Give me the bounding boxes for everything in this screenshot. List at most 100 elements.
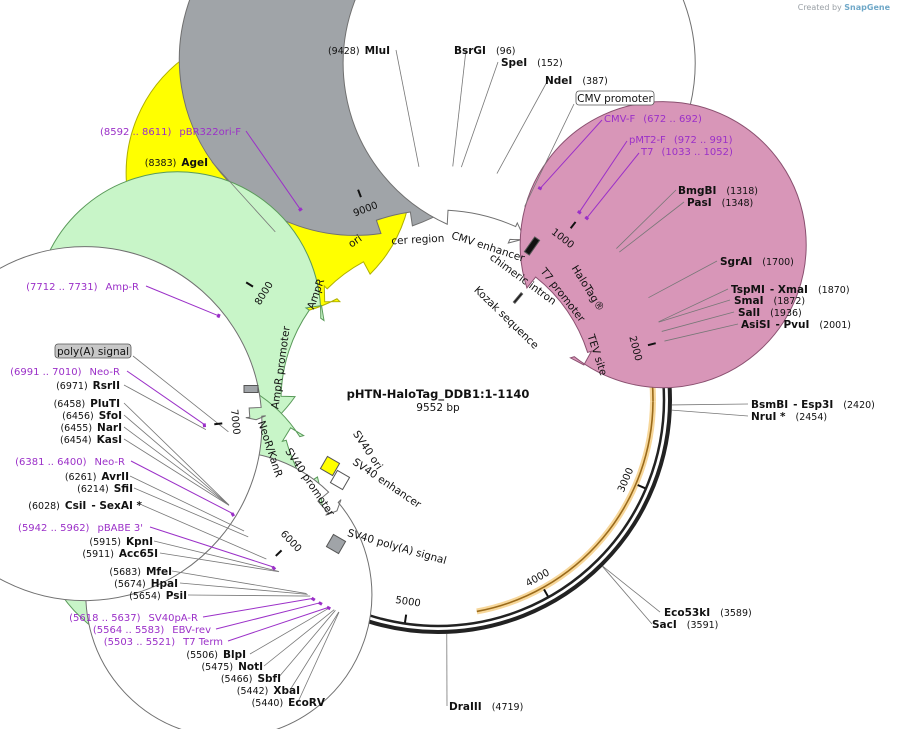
enzyme-name: HpaI (151, 578, 178, 590)
enzyme-name: CsiI (65, 500, 86, 512)
tick-3000 (637, 484, 646, 490)
primer-leader (126, 370, 206, 426)
primer-range: (8592 .. 8611) (100, 127, 172, 138)
orf-arc-bg (476, 401, 656, 615)
primer-site[interactable]: (5564 .. 5583)EBV-rev (93, 625, 211, 636)
enzyme-position: (5475) (201, 662, 233, 673)
primer-leader (145, 285, 220, 317)
enzyme-name: SalI (738, 307, 760, 319)
enzyme-site[interactable]: (5915)KpnI (89, 536, 153, 548)
credit-prefix: Created by (797, 3, 842, 12)
feature-label[interactable]: CMV promoter (577, 93, 653, 105)
enzyme-site[interactable]: (5475)NotI (201, 661, 263, 673)
primer-site[interactable]: pMT2-F(972 .. 991) (629, 135, 733, 146)
primer-site[interactable]: CMV-F (672 .. 692) (604, 114, 702, 125)
enzyme-name: SfiI (114, 483, 133, 495)
enzyme-leader (123, 402, 230, 506)
tick-8000 (245, 281, 254, 288)
enzyme-site[interactable]: (6455)NarI (60, 422, 122, 434)
primer-site[interactable]: T7(1033 .. 1052) (640, 147, 733, 158)
enzyme-site[interactable]: (5911)Acc65I (82, 548, 158, 560)
enzyme-site[interactable]: SpeI(152) (501, 57, 563, 69)
enzyme-position: (6214) (77, 484, 109, 495)
primer-name: CMV-F (604, 114, 635, 125)
sv40-polya-box (325, 533, 347, 555)
feature-name[interactable]: Kozak sequence (471, 284, 540, 352)
enzyme-site[interactable]: (5466)SbfI (221, 673, 281, 685)
enzyme-site[interactable]: (5674)HpaI (114, 578, 178, 590)
enzyme-site[interactable]: BmgBI(1318) (678, 185, 758, 197)
enzyme-site[interactable]: (5683)MfeI (109, 566, 172, 578)
feature-label-box (54, 343, 132, 359)
enzyme-site[interactable]: (6458)PluTI (54, 398, 120, 410)
enzyme-leader (648, 260, 718, 299)
primer-site[interactable]: (5942 .. 5962)pBABE 3' (18, 523, 143, 534)
enzyme-site[interactable]: PasI(1348) (687, 197, 753, 209)
primer-site[interactable]: (6991 .. 7010)Neo-R (10, 367, 120, 378)
primer-site[interactable]: (6381 .. 6400)Neo-R (15, 457, 125, 468)
enzyme-name: SgrAI (720, 256, 752, 268)
plasmid-name: pHTN-HaloTag_DDB1:1-1140 (347, 387, 530, 402)
feature-label[interactable]: poly(A) signal (57, 346, 129, 358)
tick-6000 (275, 549, 283, 557)
enzyme-site[interactable]: (6261)AvrII (65, 471, 129, 483)
enzyme-site[interactable]: AsiSI- PvuI(2001) (741, 319, 851, 331)
feature-ampr-promoter (0, 246, 266, 602)
enzyme-site[interactable]: DraIII(4719) (449, 701, 523, 713)
enzyme-site[interactable]: (5440)EcoRV (252, 697, 326, 709)
enzyme-leader (452, 49, 467, 167)
enzyme-site[interactable]: BsmBI- Esp3I(2420) (751, 399, 875, 411)
primer-range: (672 .. 692) (643, 114, 702, 125)
enzyme-leader (664, 323, 739, 342)
enzyme-leader (602, 566, 653, 625)
enzyme-site[interactable]: NruI *(2454) (751, 411, 827, 423)
enzyme-name: RsrII (93, 380, 120, 392)
primer-name: Neo-R (90, 367, 121, 378)
primer-site[interactable]: (8592 .. 8611)pBR322ori-F (100, 127, 241, 138)
enzyme-leader (133, 487, 249, 538)
enzyme-site[interactable]: (9428)MluI (328, 45, 390, 57)
enzyme-site[interactable]: (6214) SfiI (77, 483, 133, 495)
enzyme-site[interactable]: (6971)RsrII (56, 380, 120, 392)
feature-name[interactable]: SV40 enhancer (350, 456, 424, 511)
enzyme-site[interactable]: (8383)AgeI (145, 157, 208, 169)
primer-site[interactable]: (5618 .. 5637)SV40pA-R (69, 613, 198, 624)
enzyme-leader (153, 540, 279, 572)
feature-label-box (575, 90, 655, 106)
enzyme-site[interactable]: BsrGI(96) (454, 45, 515, 57)
feature-name[interactable]: cer region (391, 233, 445, 248)
enzyme-name: KasI (97, 434, 122, 446)
primer-mark (326, 605, 331, 611)
enzyme-position: (96) (496, 46, 516, 57)
enzyme-name: AgeI (181, 157, 208, 169)
enzyme-site[interactable]: (6028)CsiI- SexAI * (28, 500, 142, 512)
enzyme-site[interactable]: (6454)KasI (60, 434, 122, 446)
enzyme-site[interactable]: Eco53kI(3589) (664, 607, 752, 619)
enzyme-position: (5506) (186, 650, 218, 661)
enzyme-position: (5466) (221, 674, 253, 685)
primer-range: (5564 .. 5583) (93, 625, 165, 636)
enzyme-position: (5440) (252, 698, 284, 709)
enzyme-name: TspMI (731, 284, 765, 296)
enzyme-site[interactable]: SacI(3591) (652, 619, 718, 631)
primer-site[interactable]: (5503 .. 5521)T7 Term (104, 637, 223, 648)
kozak-mark (512, 292, 524, 304)
enzyme-leader (171, 570, 307, 594)
enzyme-leader (460, 61, 499, 168)
enzyme-site[interactable]: SgrAI(1700) (720, 256, 794, 268)
enzyme-site[interactable]: (5506)BlpI (186, 649, 246, 661)
enzyme-leader (123, 384, 207, 430)
enzyme-site[interactable]: TspMI- XmaI(1870) (731, 284, 850, 296)
enzyme-site[interactable]: NdeI(387) (545, 75, 608, 87)
primer-leader (202, 597, 314, 618)
enzyme-site[interactable]: (5654)PsiI (129, 590, 187, 602)
enzyme-site[interactable]: SmaI(1872) (734, 295, 805, 307)
primer-mark (230, 512, 236, 517)
enzyme-name: DraIII (449, 701, 482, 713)
enzyme-leader (123, 438, 230, 506)
enzyme-site[interactable]: (5442)XbaI (237, 685, 300, 697)
primer-site[interactable]: (7712 .. 7731)Amp-R (26, 282, 139, 293)
enzyme-site[interactable]: (6456)SfoI (62, 410, 122, 422)
enzyme-site[interactable]: SalI(1936) (738, 307, 802, 319)
feature-arrows (0, 0, 807, 729)
